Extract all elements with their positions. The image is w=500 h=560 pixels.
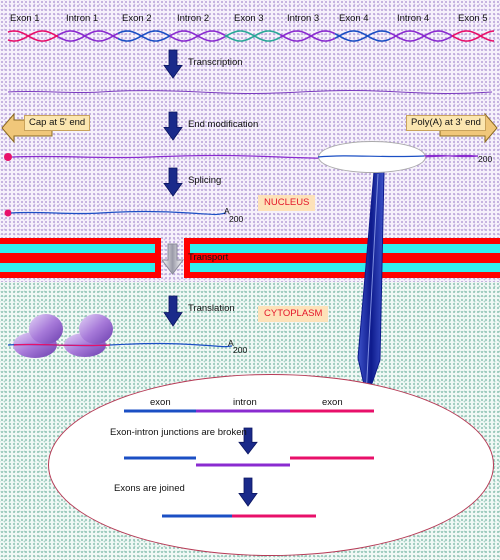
down-arrow-icon xyxy=(238,427,258,455)
polya-3prime-label: Poly(A) at 3' end xyxy=(406,115,486,131)
dna-strand-segment xyxy=(57,30,119,42)
dna-strand-segment xyxy=(7,30,59,42)
down-arrow-icon xyxy=(163,49,183,79)
dna-strand-segment xyxy=(169,30,226,42)
junctions-broken-label: Exon-intron junctions are broken xyxy=(110,427,247,438)
polya-count-spliced: 200 xyxy=(229,214,244,224)
dna-strand-segment xyxy=(279,30,336,42)
step-end-modification-label: End modification xyxy=(188,119,259,130)
step-transcription-label: Transcription xyxy=(188,57,243,68)
dna-strand-segment xyxy=(117,30,171,42)
dna-strand-segment xyxy=(7,30,59,42)
step-translation-label: Translation xyxy=(188,303,235,314)
polya-a-spliced: A xyxy=(224,206,230,216)
nucleus-background xyxy=(0,0,500,282)
cap-5prime-label: Cap at 5' end xyxy=(24,115,91,131)
cap-5prime-dot-spliced xyxy=(4,209,12,217)
cytoplasm-tag: CYTOPLASM xyxy=(258,306,329,322)
dna-strand-segment xyxy=(334,30,391,42)
gene-label-intron-3: Intron 3 xyxy=(287,13,320,24)
step-transport-label: Transport xyxy=(188,252,229,263)
dna-strand-segment xyxy=(451,30,495,42)
dna-strand-segment xyxy=(224,30,281,42)
gene-label-intron-1: Intron 1 xyxy=(66,13,99,24)
polya-a-cytoplasm: A xyxy=(228,338,234,348)
down-arrow-icon xyxy=(163,111,183,141)
cap-5prime-dot xyxy=(4,153,12,161)
gene-label-intron-4: Intron 4 xyxy=(397,13,430,24)
down-arrow-icon xyxy=(238,477,258,507)
dna-strand-segment xyxy=(389,30,453,42)
detail-exon-right-label: exon xyxy=(322,397,343,408)
nuclear-membrane xyxy=(0,238,500,278)
gene-label-exon-1: Exon 1 xyxy=(10,13,40,24)
polya-count-end-mod: 200 xyxy=(478,154,493,164)
down-arrow-icon xyxy=(163,167,183,197)
dna-strand-segment xyxy=(117,30,171,42)
nucleus-tag: NUCLEUS xyxy=(258,195,316,211)
dna-strand-segment xyxy=(279,30,336,42)
step-splicing-label: Splicing xyxy=(188,175,222,186)
dna-strand-segment xyxy=(334,30,391,42)
gene-label-exon-4: Exon 4 xyxy=(339,13,369,24)
gene-label-intron-2: Intron 2 xyxy=(177,13,210,24)
gene-label-exon-3: Exon 3 xyxy=(234,13,264,24)
dna-strand-segment xyxy=(389,30,453,42)
detail-exon-left-label: exon xyxy=(150,397,171,408)
down-arrow-icon xyxy=(163,295,183,327)
gene-label-exon-2: Exon 2 xyxy=(122,13,152,24)
transport-arrow-icon xyxy=(161,243,184,275)
dna-strand-segment xyxy=(451,30,495,42)
spliced-mrna-strand xyxy=(10,210,227,216)
dna-strand-segment xyxy=(57,30,119,42)
dna-helix xyxy=(7,30,495,42)
step-arrows xyxy=(163,49,183,327)
dna-strand-segment xyxy=(224,30,281,42)
pre-mrna-strand xyxy=(7,90,493,94)
cytoplasm-mrna-pink xyxy=(13,343,111,347)
polya-count-cytoplasm: 200 xyxy=(233,345,248,355)
detail-intron-label: intron xyxy=(233,397,257,408)
exons-joined-label: Exons are joined xyxy=(114,483,185,494)
gene-label-exon-5: Exon 5 xyxy=(458,13,488,24)
